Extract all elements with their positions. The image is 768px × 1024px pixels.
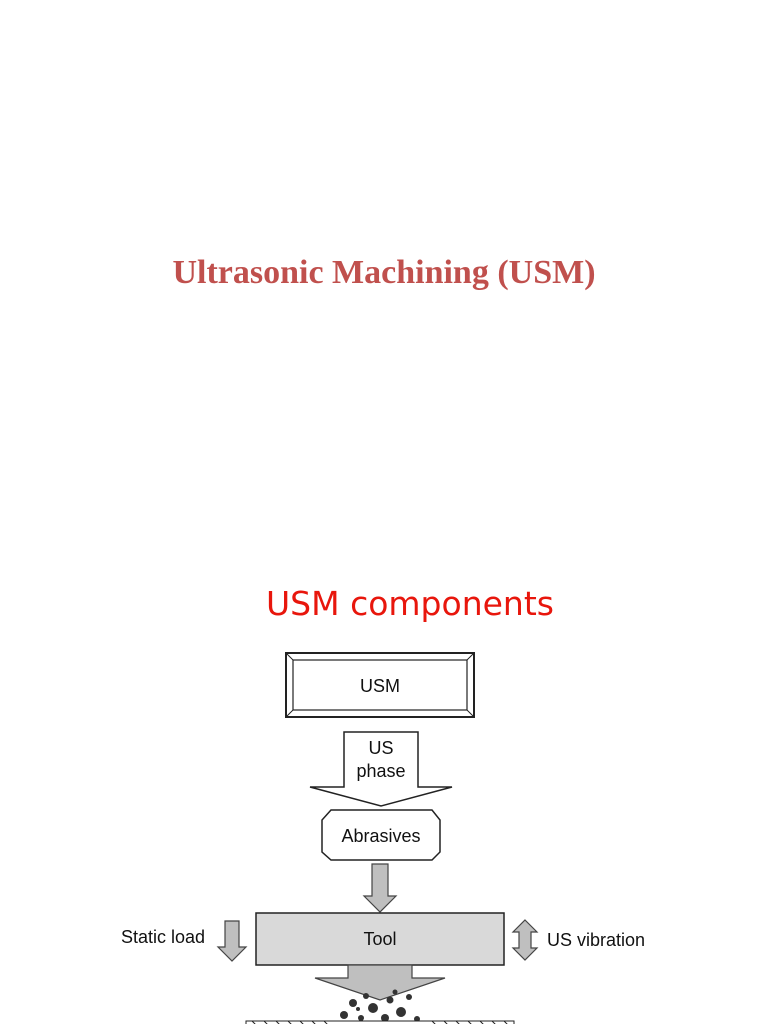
abrasives-to-tool-arrow bbox=[362, 863, 398, 913]
slide-title: Ultrasonic Machining (USM) bbox=[172, 254, 596, 291]
us-phase-arrow: US phase bbox=[309, 731, 453, 807]
tool-box: Tool bbox=[255, 912, 505, 966]
us-phase-label-line1: US bbox=[368, 738, 393, 758]
abrasives-label: Abrasives bbox=[341, 826, 420, 846]
section-heading: USM components bbox=[266, 584, 554, 623]
static-load-label: Static load bbox=[121, 927, 205, 947]
us-phase-label-line2: phase bbox=[356, 761, 405, 781]
us-vibration-arrow bbox=[511, 919, 539, 961]
usm-box-label: USM bbox=[360, 676, 400, 696]
us-vibration-label: US vibration bbox=[547, 930, 645, 950]
tool-output-arrow bbox=[314, 964, 446, 1001]
tool-label: Tool bbox=[363, 929, 396, 949]
abrasives-box: Abrasives bbox=[321, 809, 441, 861]
usm-box: USM bbox=[285, 652, 475, 718]
workpiece bbox=[245, 1020, 515, 1024]
usm-components-diagram: USM US phase Abrasives Tool Static load … bbox=[121, 652, 645, 1024]
static-load-arrow bbox=[216, 920, 248, 962]
